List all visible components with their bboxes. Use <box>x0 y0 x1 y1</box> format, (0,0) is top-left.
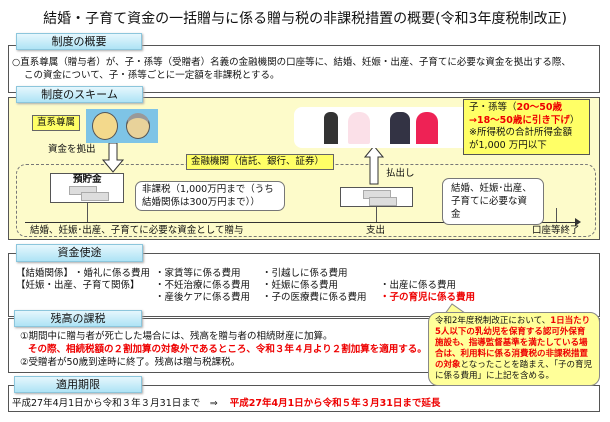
contribute-label: 資金を拠出 <box>48 144 96 155</box>
use-item: ・引越しに係る費用 <box>262 268 348 279</box>
recipient-old-age: 20～50歳 <box>516 102 562 113</box>
use-item: ・不妊治療に係る費用 <box>155 280 251 291</box>
overview-line1: ○直系尊属（贈与者）が、子・孫等（受贈者）名義の金融機関の口座等に、結婚、妊娠・… <box>12 57 571 68</box>
down-arrow-icon <box>102 143 124 173</box>
recipient-box: 子・孫等（20～50歳 →18～50歳に引き下げ） ※所得税の合計所得金額 が1… <box>463 99 590 155</box>
tax-free-line2: 結婚関係は300万円まで）） <box>142 197 260 208</box>
deposit-box: 預貯金 <box>50 173 124 203</box>
tick <box>376 207 377 222</box>
recipient-new-age: →18～50歳に引き下げ <box>469 114 570 126</box>
use-item-childcare-highlight: ・子の育児に係る費用 <box>380 292 476 303</box>
institution-label: 金融機関（信託、銀行、証券） <box>186 154 334 170</box>
needs-line2: 子育てに必要な資金 <box>451 196 528 220</box>
overview-tab: 制度の概要 <box>16 33 142 50</box>
period-new: 平成27年4月1日から令和５年３月31日まで延長 <box>229 398 441 409</box>
period-line: 平成27年4月1日から令和３年３月31日まで ⇒ 平成27年4月1日から令和５年… <box>12 398 440 410</box>
balance-tab: 残高の課税 <box>14 310 142 327</box>
period-old: 平成27年4月1日から令和３年３月31日まで ⇒ <box>12 398 218 409</box>
axis-arrow-icon <box>575 218 581 226</box>
tick <box>87 203 88 222</box>
note-text1: 令和2年度税制改正において、 <box>435 316 551 326</box>
axis-start-label: 結婚、妊娠･出産、子育てに必要な資金として贈与 <box>30 225 244 236</box>
withdrawal-box <box>340 187 413 207</box>
overview-box <box>8 45 600 93</box>
tax-free-callout: 非課税（1,000万円まで（うち 結婚関係は300万円まで）） <box>135 181 285 211</box>
recipient-label: 子・孫等（ <box>469 102 517 113</box>
use-item: ・妊娠に係る費用 <box>262 280 339 291</box>
donor-label: 直系尊属 <box>32 115 81 131</box>
childcare-label: 【妊娠・出産、子育て関係】 <box>16 280 140 291</box>
uses-box <box>8 253 600 317</box>
use-item: ・婚礼に係る費用 <box>74 268 151 279</box>
overview-line2: この資金について、子・孫等ごとに一定額を非課税とする。 <box>24 70 280 81</box>
recipient-close: ） <box>569 114 580 126</box>
note-text2: となったことを踏まえ、「子の育児に係る費用」に上記を含める。 <box>435 360 593 381</box>
money-icon <box>81 192 109 201</box>
recipient-income-limit: が1,000 万円以下 <box>469 139 547 151</box>
axis-end-label: 口座等終了 <box>532 225 580 236</box>
deposit-label: 預貯金 <box>73 174 102 185</box>
tax-free-line1: 非課税（1,000万円まで（うち <box>142 184 274 195</box>
scheme-tab: 制度のスキーム <box>16 86 143 103</box>
note-highlight: 1日当たり5人以下の乳幼児を保育する認可外保育施設も、指導監督基準を満たしている… <box>435 316 591 370</box>
use-item: ・家賃等に係る費用 <box>155 268 241 279</box>
period-tab: 適用期限 <box>14 376 142 393</box>
use-item: ・出産に係る費用 <box>380 280 457 291</box>
grandparents-image <box>86 109 158 143</box>
balance-line1: ①期間中に贈与者が死亡した場合には、残高を贈与者の相続財産に加算。 <box>20 331 333 342</box>
needs-callout: 結婚、妊娠･出産、 子育てに必要な資金 <box>442 178 544 225</box>
page-title: 結婚・子育て資金の一括贈与に係る贈与税の非課税措置の概要(令和3年度税制改正) <box>43 11 567 27</box>
uses-tab: 資金使途 <box>16 244 143 262</box>
needs-line1: 結婚、妊娠･出産、 <box>451 183 532 194</box>
recipient-income-note: ※所得税の合計所得金額 <box>469 127 572 138</box>
use-item: ・子の医療費に係る費用 <box>262 292 367 303</box>
marriage-label: 【結婚関係】 <box>16 268 74 279</box>
balance-line3: ②受贈者が50歳到達時に終了。残高は贈与税課税。 <box>20 357 241 368</box>
note-callout: 令和2年度税制改正において、1日当たり5人以下の乳幼児を保育する認可外保育施設も… <box>428 312 600 386</box>
tick <box>556 208 557 222</box>
up-arrow-icon <box>364 145 384 185</box>
money-icon <box>369 197 397 206</box>
timeline-axis <box>25 222 577 223</box>
balance-line2: その際、相続税額の２割加算の対象外であるところ、令和３年４月より２割加算を適用す… <box>28 344 427 355</box>
axis-mid-label: 支出 <box>366 225 386 236</box>
withdraw-label: 払出し <box>386 168 415 179</box>
use-item: ・産後ケアに係る費用 <box>155 292 251 303</box>
